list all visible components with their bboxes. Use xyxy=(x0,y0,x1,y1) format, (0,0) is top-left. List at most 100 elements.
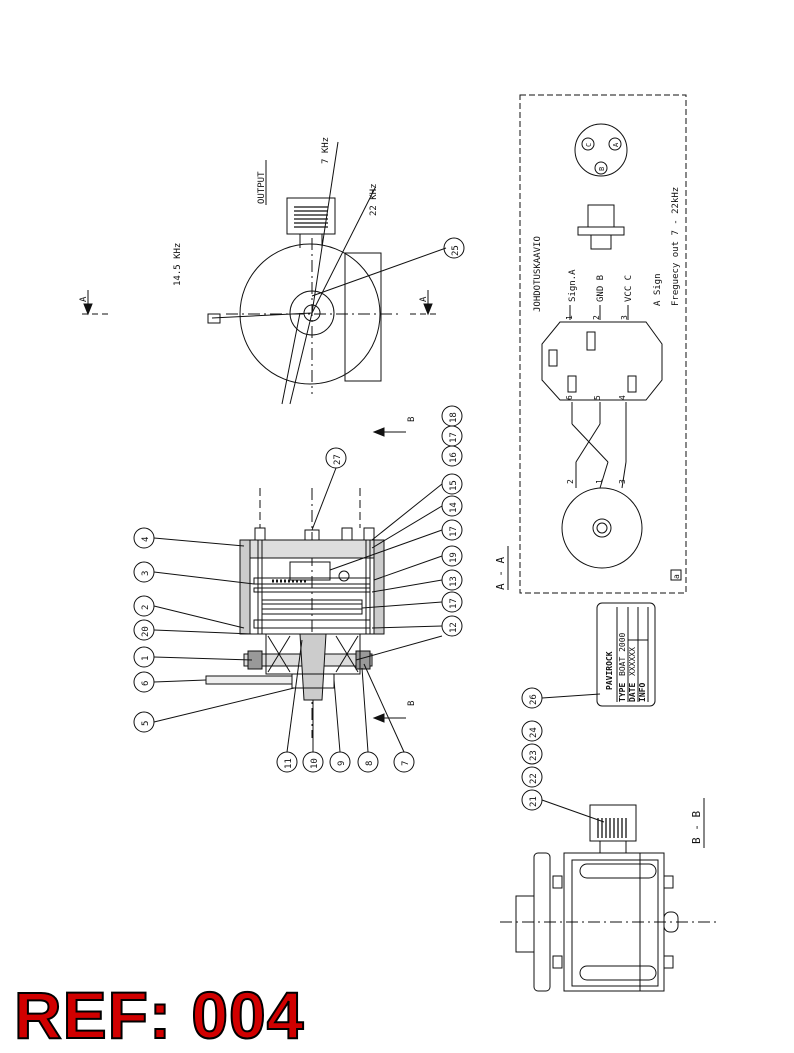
balloon-leader xyxy=(333,679,341,753)
balloons-bottom xyxy=(276,639,415,773)
balloon-leader xyxy=(371,483,443,541)
pcb-pad xyxy=(627,375,637,393)
balloon-leader xyxy=(153,571,255,585)
balloon-leader xyxy=(153,679,207,683)
connector-flange xyxy=(577,226,625,236)
balloon-leader xyxy=(371,505,443,549)
pin-number: 4 xyxy=(618,395,627,400)
balloon-leader xyxy=(153,605,245,629)
housing-block xyxy=(344,252,382,382)
balloon-text: 17 xyxy=(449,432,459,443)
balloon-text: 6 xyxy=(141,681,151,686)
balloon-leader xyxy=(311,247,447,297)
output-view xyxy=(82,141,465,405)
balloon-leader xyxy=(311,467,337,531)
lever-down xyxy=(281,312,301,405)
balloon xyxy=(441,445,463,467)
balloon-text: 10 xyxy=(310,758,320,769)
screw-head xyxy=(552,875,563,889)
balloon-text: 9 xyxy=(337,761,347,766)
nameplate-label: DATE xyxy=(628,683,637,702)
connector-body xyxy=(587,204,615,228)
balloon-leader xyxy=(153,629,253,635)
wiring-desc-line1: A Sign xyxy=(653,273,663,306)
pin-number: 5 xyxy=(593,395,602,400)
spacer-plate xyxy=(253,577,371,585)
balloon-text: 19 xyxy=(449,552,459,563)
balloon-text: 1 xyxy=(141,656,151,661)
balloon-text: 12 xyxy=(449,622,459,633)
pot-number: 2 xyxy=(566,479,575,484)
potentiometer xyxy=(561,487,643,569)
screw-head xyxy=(663,875,674,889)
pin-number: 1 xyxy=(565,315,574,320)
balloon-text: 24 xyxy=(529,727,539,738)
balloon-leader xyxy=(153,656,253,661)
balloon-text: 2 xyxy=(141,605,151,610)
nameplate-frame xyxy=(596,602,656,707)
freq-14khz-label: 14.5 KHz xyxy=(173,243,183,286)
balloon-leader xyxy=(363,663,405,753)
wire xyxy=(599,461,609,489)
balloon-leader xyxy=(286,639,303,753)
balloon-text: 22 xyxy=(529,773,539,784)
balloon-leader xyxy=(371,625,443,629)
sheet-mark: a xyxy=(672,574,681,579)
potentiometer-shaft-inner xyxy=(596,522,608,534)
signal-label: GND B xyxy=(596,275,606,302)
pin-number: 6 xyxy=(565,395,574,400)
balloon-leader xyxy=(361,667,369,753)
nameplate-label: INFO xyxy=(638,683,647,702)
shaft-stub xyxy=(515,895,535,953)
nameplate-value: XXXXXX xyxy=(628,647,637,676)
slot xyxy=(579,965,657,981)
balloon-leader xyxy=(329,529,443,571)
balloon-text: 27 xyxy=(333,454,343,465)
balloon-text: 16 xyxy=(449,452,459,463)
balloon-text: 21 xyxy=(529,796,539,807)
shaft xyxy=(299,633,327,701)
balloons-left xyxy=(133,527,295,733)
freq-7khz-label: 7 KHz xyxy=(321,137,331,164)
balloons-right xyxy=(311,405,463,661)
balloon-text: 5 xyxy=(141,721,151,726)
balloon-text: 17 xyxy=(449,526,459,537)
bolt xyxy=(341,527,353,541)
section-view xyxy=(133,405,509,773)
wire xyxy=(571,423,609,463)
balloon-text: 18 xyxy=(449,412,459,423)
pin-number: 3 xyxy=(620,315,629,320)
nameplate xyxy=(521,602,656,709)
ball xyxy=(338,570,350,582)
balloon xyxy=(521,743,543,765)
encoder-disc xyxy=(261,599,363,615)
balloon-text: 8 xyxy=(365,761,375,766)
balloon xyxy=(521,766,543,788)
slot xyxy=(579,863,657,879)
balloon-text: 15 xyxy=(449,480,459,491)
pcb-outline xyxy=(541,321,663,401)
pcb-pad xyxy=(548,349,558,367)
bolt xyxy=(254,527,266,541)
balloon-text: 7 xyxy=(401,761,411,766)
freq-22khz-label: 22 KHz xyxy=(369,183,379,216)
section-arrow-label-bottom: B xyxy=(407,701,417,706)
bearing-x xyxy=(335,635,359,673)
output-connector xyxy=(589,804,637,842)
wire xyxy=(621,461,627,489)
balloon xyxy=(443,237,465,259)
nameplate-label: TYPE xyxy=(618,683,627,702)
bb-view xyxy=(500,720,716,992)
balloon-text: 13 xyxy=(449,576,459,587)
balloon-leader xyxy=(373,555,443,581)
top-cover xyxy=(243,539,383,559)
balloon-text: 3 xyxy=(141,571,151,576)
pin-c-circle xyxy=(581,137,595,151)
section-arrowhead xyxy=(372,427,385,437)
seal-ring-right xyxy=(355,650,371,670)
nameplate-brand: PAVIROCK xyxy=(605,651,614,690)
balloon-text: 17 xyxy=(449,598,459,609)
pcb-pad xyxy=(586,331,596,351)
signal-label: Sign.A xyxy=(568,269,578,302)
